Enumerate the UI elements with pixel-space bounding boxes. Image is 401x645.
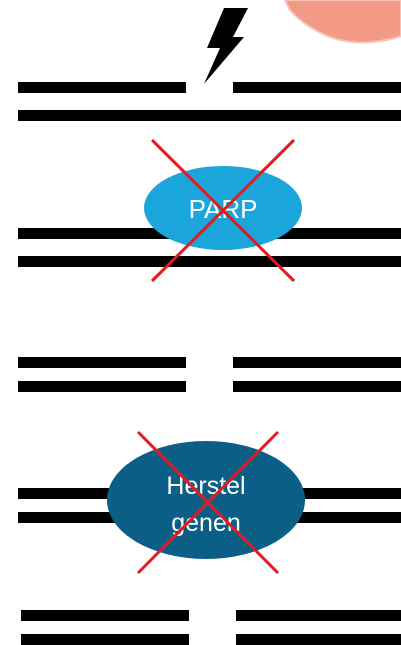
dna-stage-1-single-strand-break — [18, 82, 401, 121]
dna-strand-bottom-left — [18, 381, 186, 392]
dna-strand-top-right — [233, 488, 401, 499]
dna-strand-bottom-right — [236, 634, 401, 645]
lightning-shape — [204, 8, 248, 84]
cross-line-2 — [150, 138, 296, 283]
dna-strand-top-left — [18, 357, 186, 368]
dna-strand-top-left — [18, 228, 186, 239]
dna-strand-bottom-left — [18, 512, 186, 523]
dna-strand-bottom — [18, 256, 401, 267]
dna-stage-3-double-strand-break — [18, 357, 401, 392]
dna-stage-5-unrepaired-break — [21, 610, 401, 645]
dna-strand-top-left — [18, 488, 186, 499]
red-x-icon — [150, 138, 296, 283]
lightning-bolt-icon — [204, 8, 248, 84]
sun-icon — [283, 0, 401, 44]
dna-strand-top-left — [21, 610, 189, 621]
red-x-icon — [136, 430, 280, 575]
dna-strand-bottom-right — [233, 512, 401, 523]
dna-strand-top-right — [233, 357, 401, 368]
cross-line-2 — [136, 430, 280, 575]
dna-strand-top-right — [233, 82, 401, 93]
dna-strand-bottom-left — [21, 634, 189, 645]
dna-stage-4-repair-genes: Herstel genen — [18, 430, 401, 575]
dna-strand-top-left — [18, 82, 186, 93]
dna-stage-2-parp: PARP — [18, 138, 401, 283]
dna-strand-top-right — [233, 228, 401, 239]
dna-strand-top-right — [236, 610, 401, 621]
dna-strand-bottom-right — [233, 381, 401, 392]
dna-strand-bottom — [18, 110, 401, 121]
parp-enzyme — [144, 166, 302, 250]
sun-shape — [283, 0, 401, 44]
